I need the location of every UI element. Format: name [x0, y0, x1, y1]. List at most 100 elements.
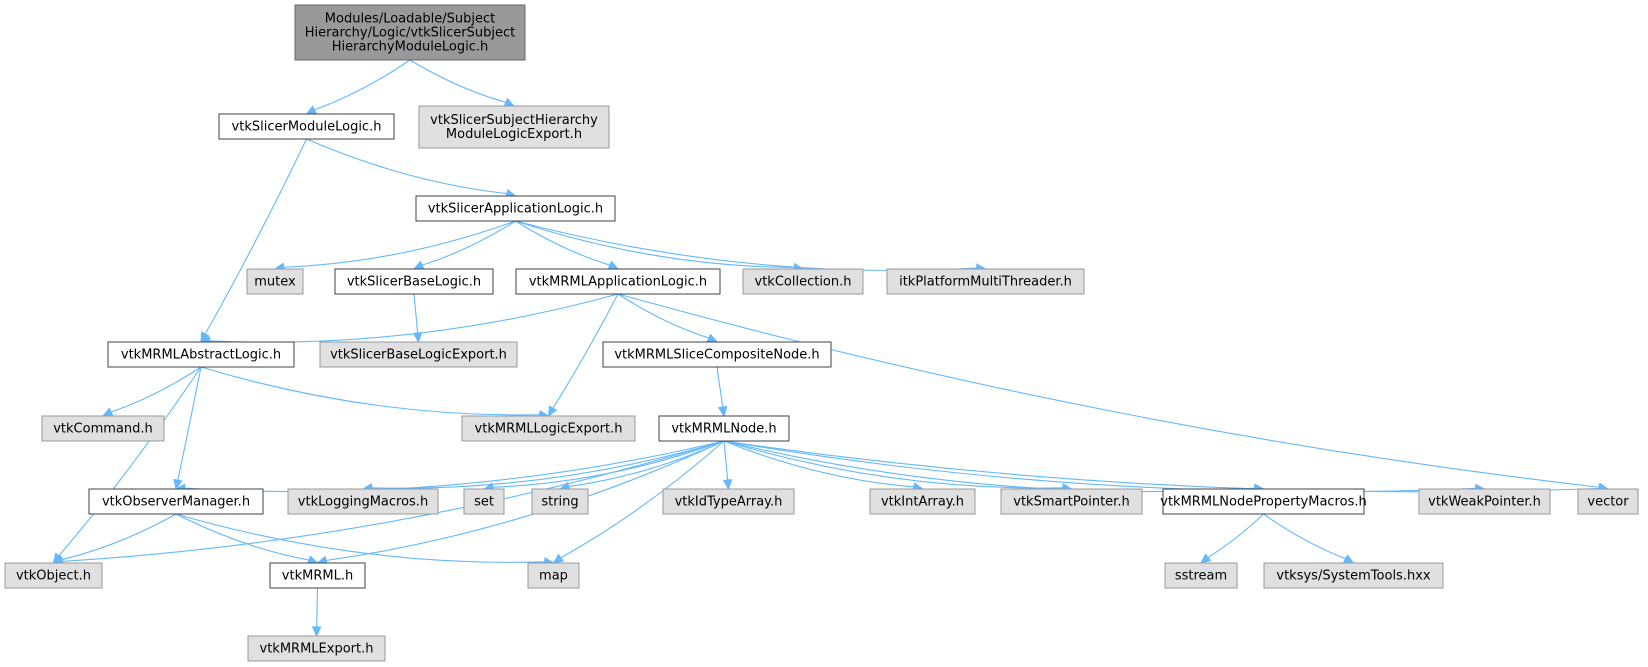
node-vtk-mrmlabstract-logic[interactable]: vtkMRMLAbstractLogic.h: [107, 341, 295, 368]
node-vtk-collection: vtkCollection.h: [742, 268, 864, 295]
node-label: vtkSmartPointer.h: [1013, 495, 1129, 510]
edge-arrowhead: [412, 260, 425, 270]
node-sh-export: vtkSlicerSubjectHierarchyModuleLogicExpo…: [418, 105, 610, 149]
node-vtk-mrmlapplication-logic[interactable]: vtkMRMLApplicationLogic.h: [515, 268, 721, 295]
edge-line: [716, 366, 724, 408]
edge-line: [409, 59, 506, 103]
edge-vtk-slicer-application-logic-to-mutex: [273, 220, 516, 272]
node-vtk-slicer-base-logic[interactable]: vtkSlicerBaseLogic.h: [334, 268, 494, 295]
node-vtk-slicer-module-logic[interactable]: vtkSlicerModuleLogic.h: [218, 113, 395, 140]
node-vtk-slicer-application-logic[interactable]: vtkSlicerApplicationLogic.h: [415, 195, 616, 222]
node-vtk-mrmllogic-export: vtkMRMLLogicExport.h: [461, 415, 636, 442]
node-sstream: sstream: [1164, 562, 1238, 589]
edge-line: [306, 138, 507, 195]
edge-line: [110, 366, 202, 413]
node-label: vtkMRMLApplicationLogic.h: [529, 275, 707, 290]
node-box: [246, 268, 304, 295]
edge-vtk-observer-manager-to-vtk-mrml: [175, 513, 319, 565]
node-label: vtkObserverManager.h: [102, 495, 250, 510]
node-box: [886, 268, 1085, 295]
node-vtk-observer-manager[interactable]: vtkObserverManager.h: [88, 488, 264, 515]
node-box: [463, 488, 505, 515]
node-label: vtkMRMLNodePropertyMacros.h: [1160, 495, 1366, 510]
node-label: vtkSlicerModuleLogic.h: [232, 120, 382, 135]
node-box: [1000, 488, 1143, 515]
edge-vtk-slicer-base-logic-to-vtk-slicer-base-logic-export: [412, 293, 423, 344]
node-box: [294, 4, 526, 61]
edge-line: [515, 220, 611, 266]
node-box: [527, 562, 580, 589]
edge-vtk-mrmlabstract-logic-to-vtk-command: [101, 366, 202, 417]
edge-vtk-mrmlnode-to-vtk-logging-macros: [361, 440, 725, 493]
edge-line: [326, 440, 725, 561]
node-vtk-smart-pointer: vtkSmartPointer.h: [1000, 488, 1143, 515]
edge-arrowhead: [722, 479, 733, 491]
node-label: vtkCollection.h: [755, 275, 852, 290]
edge-line: [723, 440, 1600, 493]
edge-root-to-sh-export: [409, 59, 516, 107]
edge-vtk-mrmlapplication-logic-to-vtk-mrmlabstract-logic: [199, 293, 619, 346]
node-mutex: mutex: [246, 268, 304, 295]
node-box: [461, 415, 636, 442]
edge-arrowhead: [1200, 553, 1212, 564]
edge-line: [515, 220, 795, 269]
node-vtk-mrmlnode-property-macros[interactable]: vtkMRMLNodePropertyMacros.h: [1160, 488, 1367, 515]
node-root: Modules/Loadable/SubjectHierarchy/Logic/…: [294, 4, 526, 61]
edge-vtk-mrmlnode-property-macros-to-sstream: [1200, 513, 1264, 564]
edge-arrowhead: [503, 97, 516, 107]
node-box: [107, 341, 295, 368]
node-vtk-mrmlexport: vtkMRMLExport.h: [247, 635, 386, 662]
edge-arrowhead: [311, 626, 322, 638]
node-label: itkPlatformMultiThreader.h: [899, 275, 1072, 290]
node-box: [1263, 562, 1444, 589]
node-set: set: [463, 488, 505, 515]
edge-line: [209, 293, 619, 343]
node-label: ModuleLogicExport.h: [446, 127, 582, 142]
node-label: vtkMRMLAbstractLogic.h: [121, 348, 281, 363]
node-vtk-mrml[interactable]: vtkMRML.h: [269, 562, 366, 589]
edge-line: [560, 440, 725, 559]
node-box: [869, 488, 976, 515]
edge-line: [617, 293, 1600, 488]
edge-vtk-mrmlapplication-logic-to-vtk-mrmlslice-composite-node: [617, 293, 719, 343]
node-box: [1162, 488, 1365, 515]
edge-line: [175, 513, 310, 561]
edge-vtk-mrmlnode-to-set: [482, 440, 725, 492]
node-label: vtkSlicerApplicationLogic.h: [428, 202, 603, 217]
node-label: vtkSlicerBaseLogicExport.h: [330, 348, 507, 363]
edge-line: [316, 587, 319, 628]
edge-arrowhead: [305, 105, 318, 115]
node-vtk-mrmlnode[interactable]: vtkMRMLNode.h: [658, 415, 790, 442]
edge-arrowhead: [101, 407, 114, 417]
node-label: HierarchyModuleLogic.h: [332, 40, 488, 55]
node-vtk-weak-pointer: vtkWeakPointer.h: [1418, 488, 1551, 515]
node-label: vtkWeakPointer.h: [1428, 495, 1541, 510]
node-vtk-mrmlslice-composite-node[interactable]: vtkMRMLSliceCompositeNode.h: [602, 341, 832, 368]
node-box: [418, 105, 610, 149]
edge-arrowhead: [1342, 554, 1355, 564]
node-label: vtksys/SystemTools.hxx: [1276, 569, 1431, 584]
node-label: vtkMRML.h: [282, 569, 353, 584]
node-box: [1577, 488, 1639, 515]
node-box: [662, 488, 795, 515]
edge-line: [723, 440, 914, 488]
edge-line: [58, 366, 202, 557]
node-vtk-object: vtkObject.h: [4, 562, 103, 589]
node-string: string: [531, 488, 589, 515]
edge-line: [314, 59, 411, 111]
node-label: mutex: [254, 275, 296, 290]
edge-line: [723, 440, 1476, 493]
node-label: vector: [1587, 495, 1629, 510]
edge-line: [723, 440, 1063, 489]
node-box: [269, 562, 366, 589]
edge-arrowhead: [717, 405, 728, 418]
edge-vtk-mrmlslice-composite-node-to-vtk-mrmlnode: [716, 366, 728, 418]
edge-line: [61, 513, 177, 561]
edge-vtk-mrmlabstract-logic-to-vtk-mrmllogic-export: [200, 366, 550, 420]
node-vtk-slicer-base-logic-export: vtkSlicerBaseLogicExport.h: [319, 341, 518, 368]
edge-vtk-observer-manager-to-map: [175, 513, 555, 567]
node-box: [41, 415, 165, 442]
nodes-layer: Modules/Loadable/SubjectHierarchy/Logic/…: [4, 4, 1639, 662]
edge-vtk-slicer-module-logic-to-vtk-mrmlabstract-logic: [200, 138, 307, 344]
